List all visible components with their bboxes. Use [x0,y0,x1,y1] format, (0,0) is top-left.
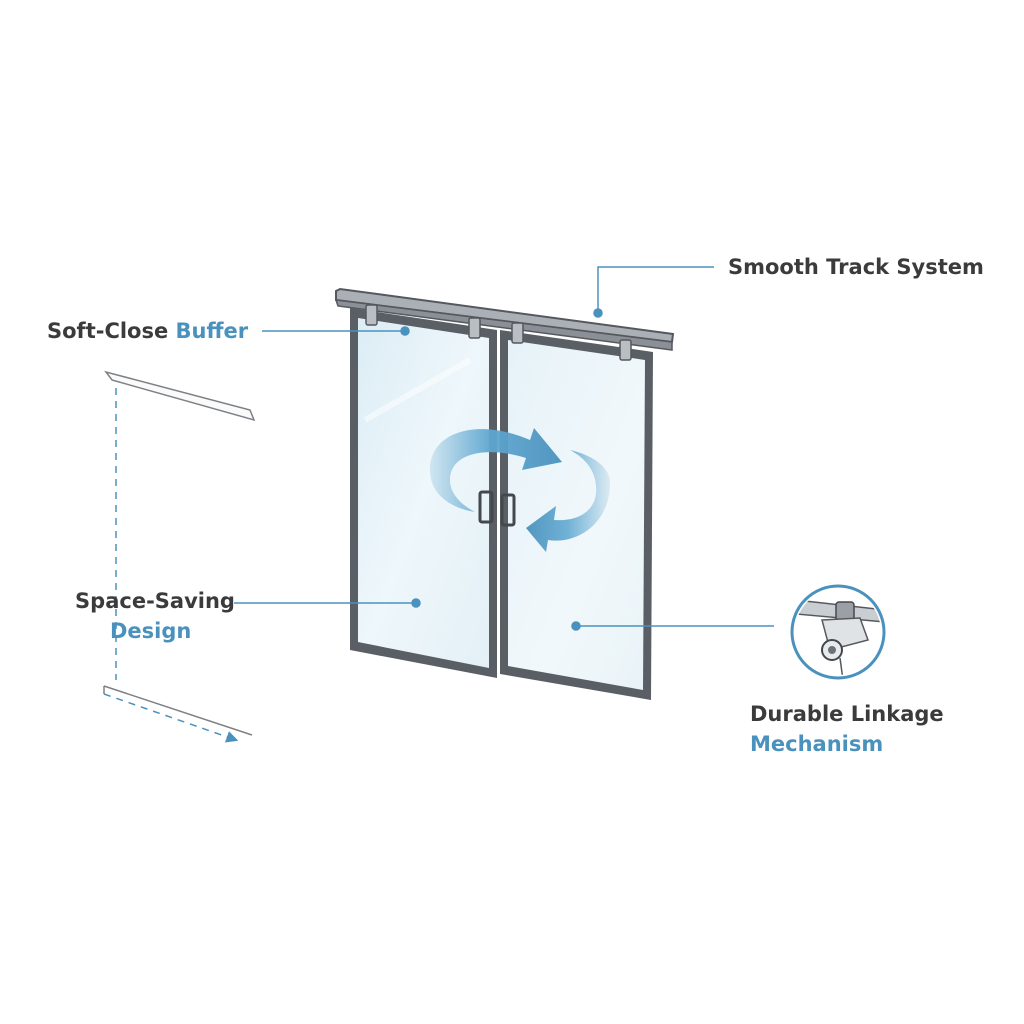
durable-linkage-line2: Mechanism [750,732,884,756]
hanger-rollers [365,304,632,361]
durable-linkage-label: Durable Linkage Mechanism [750,699,944,759]
durable-linkage-line1: Durable Linkage [750,702,944,726]
circular-arrows-icon [430,428,611,552]
smooth-track-label: Smooth Track System [728,255,984,279]
linkage-detail-icon [790,584,886,680]
space-saving-line2: Design [110,619,192,643]
door-handles [478,490,516,527]
soft-close-label-part1: Soft-Close [47,319,176,343]
leader-lines [234,266,774,631]
soft-close-label-part2: Buffer [175,319,249,343]
right-door-panel [500,330,653,700]
space-saving-label: Space-Saving Design [60,586,250,646]
soft-close-label: Soft-Close Buffer [47,316,248,346]
ghost-door-outline [103,370,256,743]
space-saving-line1: Space-Saving [75,589,235,613]
track-rail [334,287,675,351]
left-door-panel [350,308,497,678]
